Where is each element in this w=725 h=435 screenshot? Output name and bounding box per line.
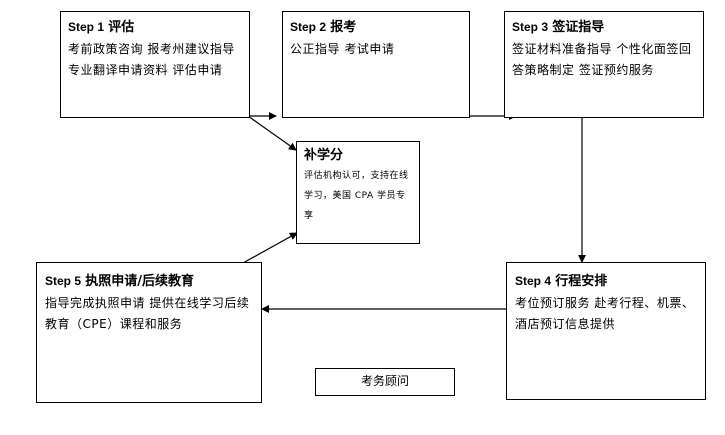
- step1-title: Step 1 评估: [68, 19, 242, 36]
- step5-name: 执照申请/后续教育: [85, 274, 194, 289]
- step1-name: 评估: [108, 20, 135, 35]
- step5-description: 指导完成执照申请 提供在线学习后续教育（CPE）课程和服务: [45, 296, 250, 331]
- step4-title: Step 4 行程安排: [515, 273, 697, 290]
- step1-number: Step 1: [68, 20, 105, 34]
- step2-number: Step 2: [290, 20, 327, 34]
- step5-number: Step 5: [45, 274, 82, 288]
- step3-title: Step 3 签证指导: [512, 19, 696, 36]
- step5-box: Step 5 执照申请/后续教育 指导完成执照申请 提供在线学习后续教育（CPE…: [36, 262, 262, 403]
- step3-box: Step 3 签证指导 签证材料准备指导 个性化面签回答策略制定 签证预约服务: [504, 11, 704, 118]
- supplement-name: 补学分: [304, 148, 344, 163]
- supplement-title: 补学分: [304, 147, 412, 164]
- step3-number: Step 3: [512, 20, 549, 34]
- step4-name: 行程安排: [555, 274, 608, 289]
- step1-description: 考前政策咨询 报考州建议指导 专业翻译申请资料 评估申请: [68, 42, 235, 77]
- supplement-box: 补学分 评估机构认可，支持在线学习，美国 CPA 学员专享: [296, 141, 420, 244]
- step4-number: Step 4: [515, 274, 552, 288]
- step3-description: 签证材料准备指导 个性化面签回答策略制定 签证预约服务: [512, 42, 692, 77]
- step2-description: 公正指导 考试申请: [290, 42, 395, 56]
- step2-box: Step 2 报考 公正指导 考试申请: [282, 11, 470, 118]
- advisor-box: 考务顾问: [315, 368, 455, 396]
- advisor-label: 考务顾问: [360, 374, 409, 388]
- supplement-description: 评估机构认可，支持在线学习，美国 CPA 学员专享: [304, 171, 409, 221]
- step1-box: Step 1 评估 考前政策咨询 报考州建议指导 专业翻译申请资料 评估申请: [60, 11, 250, 118]
- arrow-step5-to-supplement: [242, 232, 298, 264]
- arrow-step1-to-supplement: [247, 115, 297, 151]
- step3-name: 签证指导: [552, 20, 605, 35]
- step5-title: Step 5 执照申请/后续教育: [45, 273, 253, 290]
- step2-name: 报考: [330, 20, 357, 35]
- step4-box: Step 4 行程安排 考位预订服务 赴考行程、机票、酒店预订信息提供: [506, 262, 706, 400]
- step4-description: 考位预订服务 赴考行程、机票、酒店预订信息提供: [515, 296, 695, 331]
- step2-title: Step 2 报考: [290, 19, 462, 36]
